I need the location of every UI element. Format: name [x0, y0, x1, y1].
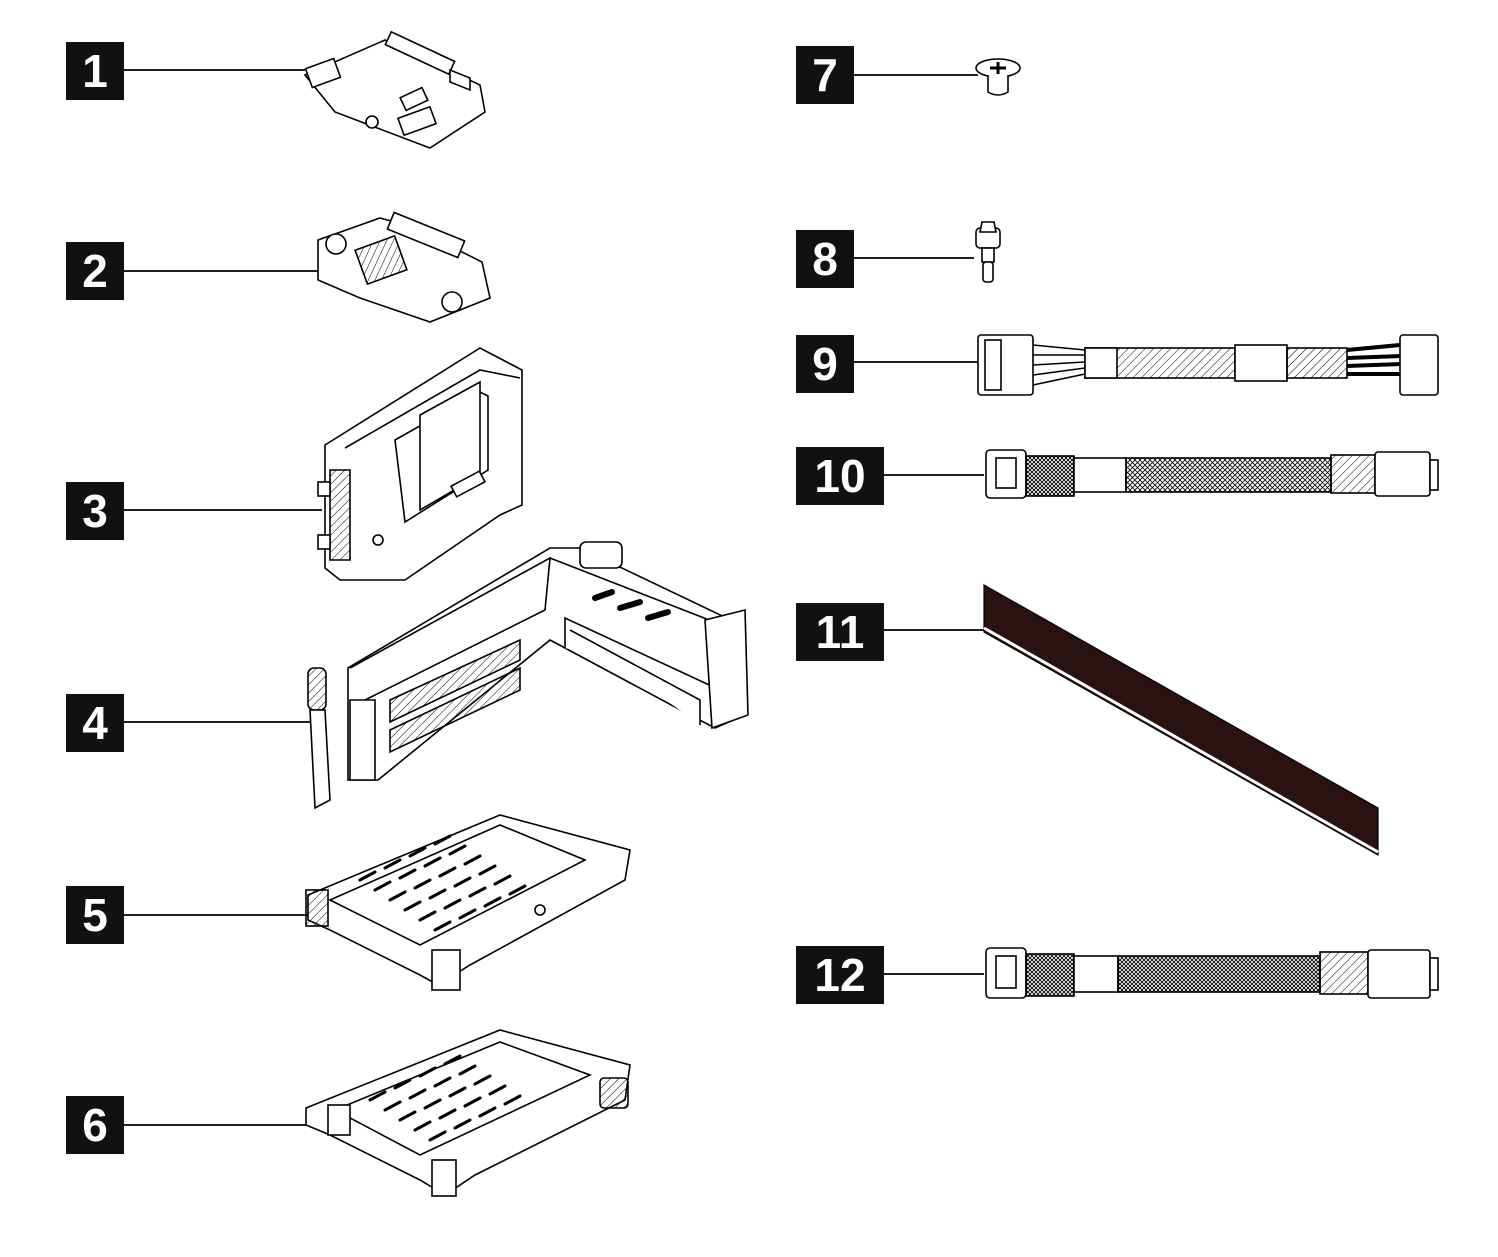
part-1-board: [303, 30, 486, 149]
callout-7: 7: [796, 46, 854, 104]
callout-10: 10: [796, 447, 884, 505]
part-6-drive-cage: [305, 1029, 631, 1197]
callout-11: 11: [796, 603, 884, 661]
callout-9: 9: [796, 335, 854, 393]
part-11-strip: [983, 583, 1379, 857]
callout-4: 4: [66, 694, 124, 752]
part-5-drive-cage: [305, 814, 631, 991]
part-7-screw: [975, 58, 1021, 96]
callout-2: 2: [66, 242, 124, 300]
part-2-board: [317, 211, 491, 323]
part-3-bracket: [317, 347, 523, 581]
callout-1: 1: [66, 42, 124, 100]
callout-12: 12: [796, 946, 884, 1004]
callout-3: 3: [66, 482, 124, 540]
callout-5: 5: [66, 886, 124, 944]
part-12-cable: [985, 947, 1439, 999]
part-10-cable: [985, 449, 1439, 499]
callout-8: 8: [796, 230, 854, 288]
part-4-riser-cage: [307, 541, 749, 810]
part-8-thumbscrew: [975, 221, 1001, 283]
part-9-cable: [977, 334, 1439, 396]
callout-6: 6: [66, 1096, 124, 1154]
